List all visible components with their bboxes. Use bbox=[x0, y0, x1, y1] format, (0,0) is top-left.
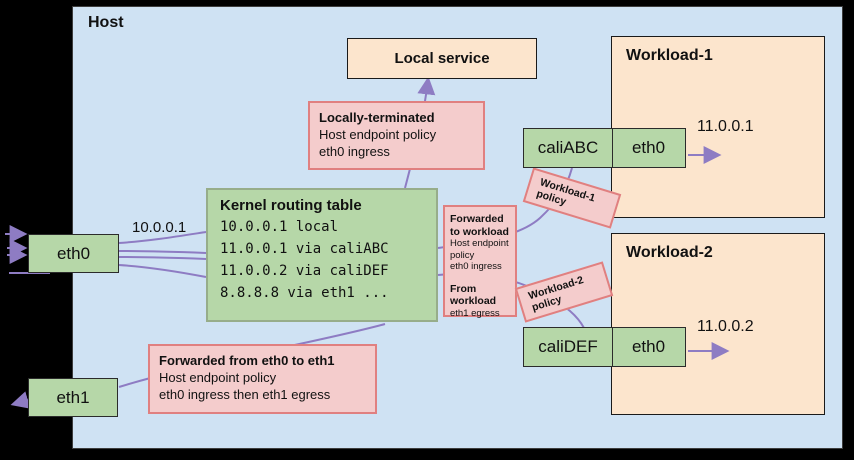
workload-1-eth0-interface: eth0 bbox=[611, 128, 686, 168]
eth1-out-arrow bbox=[10, 391, 31, 409]
forwarded-eth0-eth1-line2: eth0 ingress then eth1 egress bbox=[159, 387, 331, 402]
forwarded-to-workload-line1: Host endpoint policy bbox=[450, 238, 509, 261]
forwarded-to-workload-line2: eth0 ingress bbox=[450, 261, 502, 272]
workload-2-ip-label: 11.0.0.2 bbox=[697, 318, 754, 335]
kernel-routing-table-box: Kernel routing table 10.0.0.1 local 11.0… bbox=[206, 188, 438, 322]
routing-table-title: Kernel routing table bbox=[220, 197, 362, 214]
calidef-interface: caliDEF bbox=[523, 327, 613, 367]
routing-table-entry: 10.0.0.1 local bbox=[220, 219, 339, 235]
caliabc-interface: caliABC bbox=[523, 128, 613, 168]
locally-terminated-title: Locally-terminated bbox=[319, 110, 435, 125]
locally-terminated-policy-box: Locally-terminated Host endpoint policy … bbox=[308, 101, 485, 170]
locally-terminated-line2: eth0 ingress bbox=[319, 144, 390, 159]
forwarded-eth0-eth1-policy-box: Forwarded from eth0 to eth1 Host endpoin… bbox=[148, 344, 377, 414]
workload-1-ip-label: 11.0.0.1 bbox=[697, 118, 754, 135]
forwarded-eth0-eth1-line1: Host endpoint policy bbox=[159, 370, 277, 385]
forwarded-eth0-eth1-title: Forwarded from eth0 to eth1 bbox=[159, 353, 335, 368]
caliabc-label: caliABC bbox=[537, 138, 599, 157]
caliabc-veth-pair: caliABC eth0 bbox=[523, 128, 686, 168]
calidef-label: caliDEF bbox=[538, 337, 598, 356]
calidef-veth-pair: caliDEF eth0 bbox=[523, 327, 686, 367]
workload-2-eth0-interface: eth0 bbox=[611, 327, 686, 367]
host-eth0-label: eth0 bbox=[56, 243, 91, 263]
host-eth0-interface: eth0 bbox=[28, 234, 119, 273]
workload-2-title: Workload-2 bbox=[626, 244, 713, 261]
routing-table-entry: 11.0.0.1 via caliABC bbox=[220, 241, 389, 257]
eth0-ip-label: 10.0.0.1 bbox=[132, 219, 187, 236]
local-service-label: Local service bbox=[394, 50, 490, 67]
workload-1-title: Workload-1 bbox=[626, 47, 713, 64]
from-workload-title: From workload bbox=[450, 282, 497, 308]
forwarded-to-workload-title: Forwarded to workload bbox=[450, 213, 509, 238]
spacer bbox=[450, 273, 510, 283]
host-eth1-interface: eth1 bbox=[28, 378, 118, 417]
forwarded-to-workload-policy-box: Forwarded to workload Host endpoint poli… bbox=[443, 205, 517, 319]
workload-2-box: Workload-2 bbox=[611, 233, 825, 415]
local-service-box: Local service bbox=[347, 38, 537, 79]
routing-table-entry: 11.0.0.2 via caliDEF bbox=[220, 263, 389, 279]
host-title: Host bbox=[88, 14, 124, 31]
workload-2-eth0-label: eth0 bbox=[631, 337, 666, 356]
workload-1-box: Workload-1 bbox=[611, 36, 825, 218]
locally-terminated-line1: Host endpoint policy bbox=[319, 127, 437, 142]
routing-table-entry: 8.8.8.8 via eth1 ... bbox=[220, 285, 389, 301]
host-eth1-label: eth1 bbox=[56, 387, 90, 407]
from-workload-line1: eth1 egress bbox=[450, 307, 500, 319]
workload-1-eth0-label: eth0 bbox=[631, 138, 666, 157]
